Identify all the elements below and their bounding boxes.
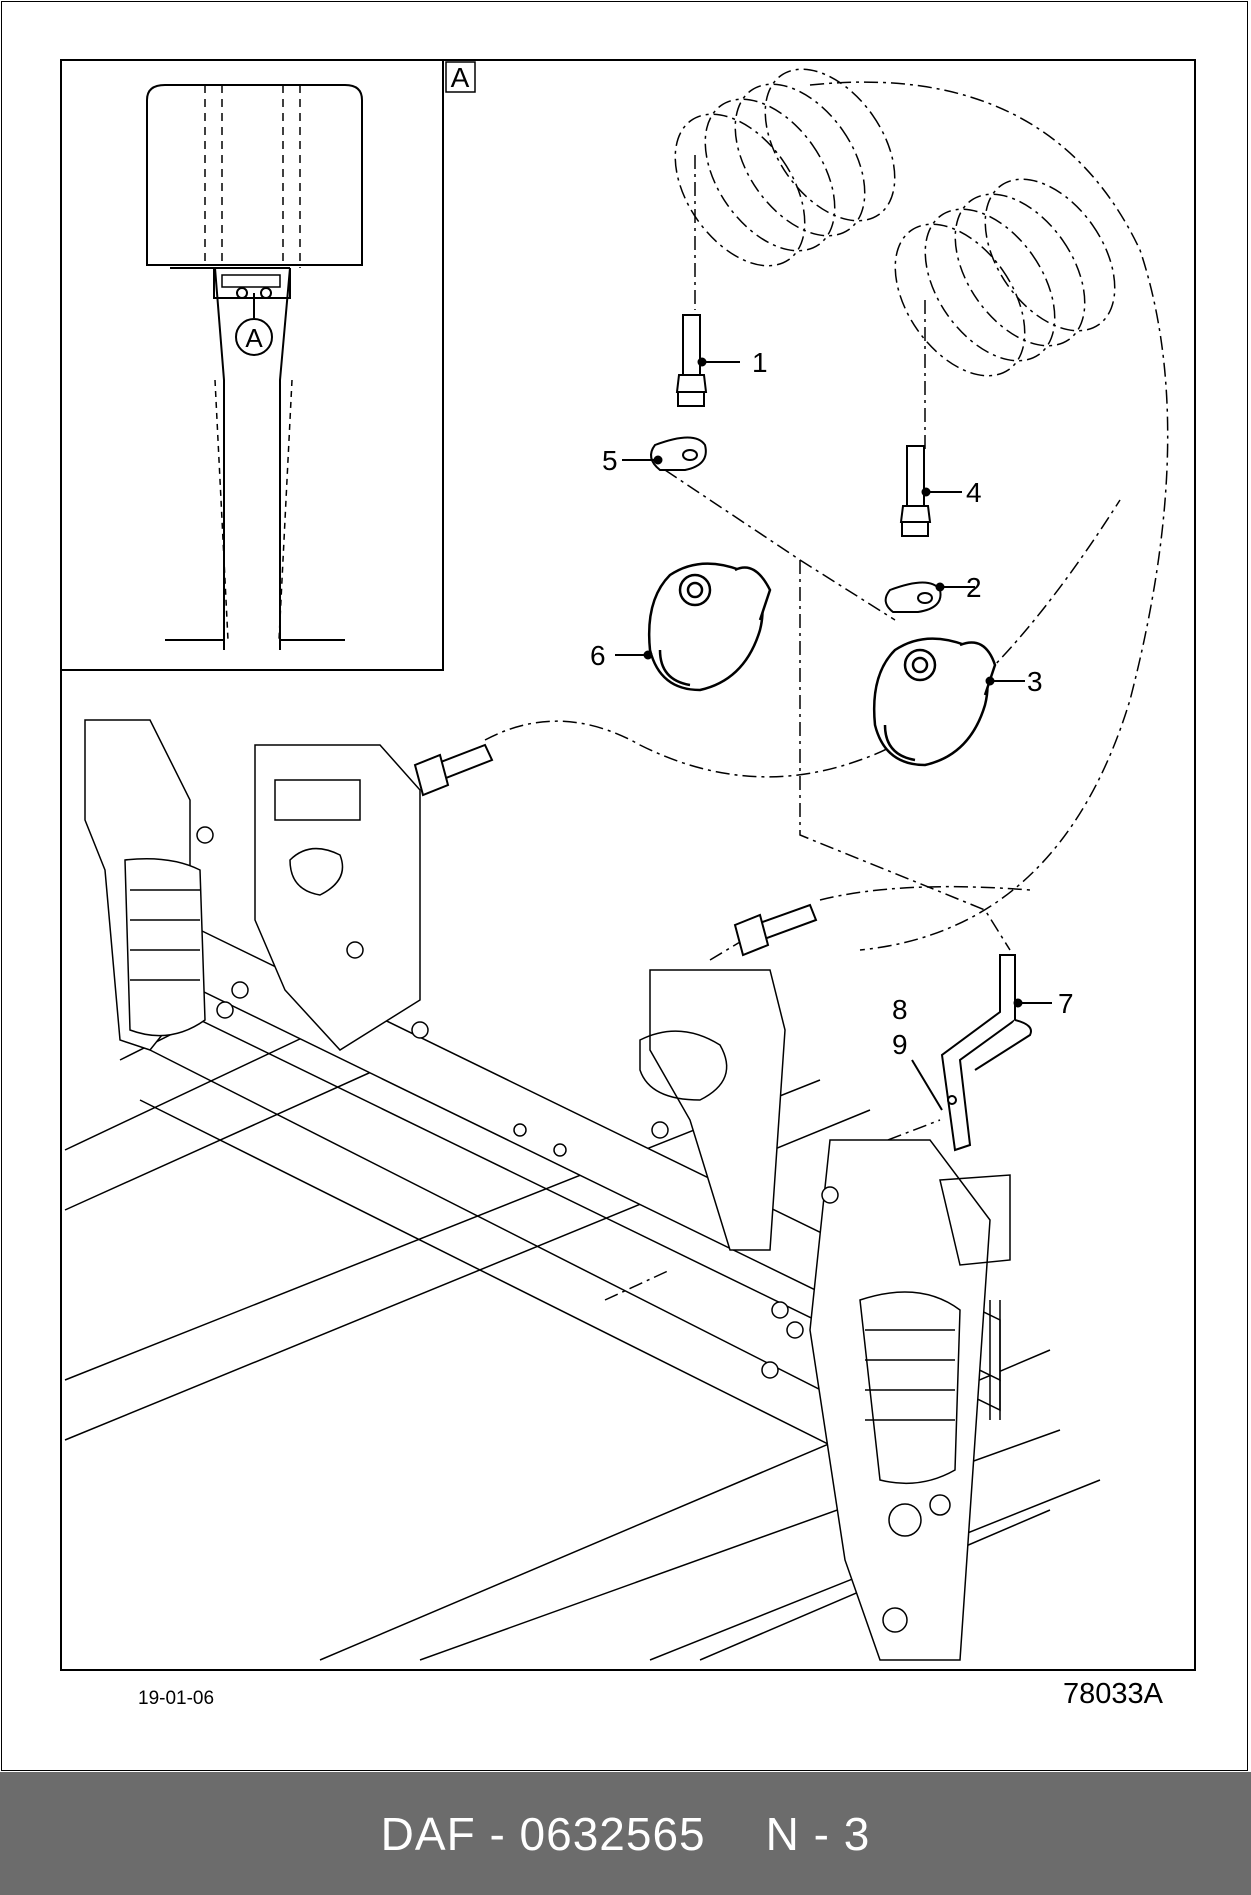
exploded-view-drawing: A A	[60, 59, 1196, 1671]
quick-coupling-valves	[647, 562, 997, 767]
footer-bar: DAF - 0632565 N - 3	[0, 1772, 1251, 1895]
hose-fittings	[650, 314, 942, 613]
callout-3: 3	[1027, 666, 1043, 697]
frame-bolt-heads	[196, 826, 839, 1379]
callout-8: 8	[892, 994, 908, 1025]
bolts	[413, 743, 818, 957]
footer-part-number: DAF - 0632565	[380, 1807, 706, 1860]
mounting-bracket	[940, 954, 1032, 1152]
page-border	[1, 1, 1248, 1771]
callout-4: 4	[966, 477, 982, 508]
callout-1: 1	[752, 347, 768, 378]
detail-a-sketch	[146, 84, 363, 650]
chassis-frame	[64, 719, 1101, 1661]
detail-box-label: A	[451, 62, 470, 93]
coiled-hoses	[484, 68, 1169, 1301]
callout-5: 5	[602, 445, 618, 476]
figure-reference: 78033A	[1063, 1678, 1163, 1710]
callout-2: 2	[966, 572, 982, 603]
drawing-frame	[60, 59, 1196, 1671]
callout-9: 9	[892, 1029, 908, 1060]
callout-6: 6	[590, 640, 606, 671]
callout-7: 7	[1058, 988, 1074, 1019]
detail-callout-label: A	[245, 323, 263, 353]
leader-lines	[615, 357, 1052, 1111]
detail-a-box	[60, 59, 444, 671]
detail-label-box	[445, 61, 476, 93]
drawing-date: 19-01-06	[138, 1688, 215, 1709]
footer-page: N - 3	[765, 1807, 871, 1860]
